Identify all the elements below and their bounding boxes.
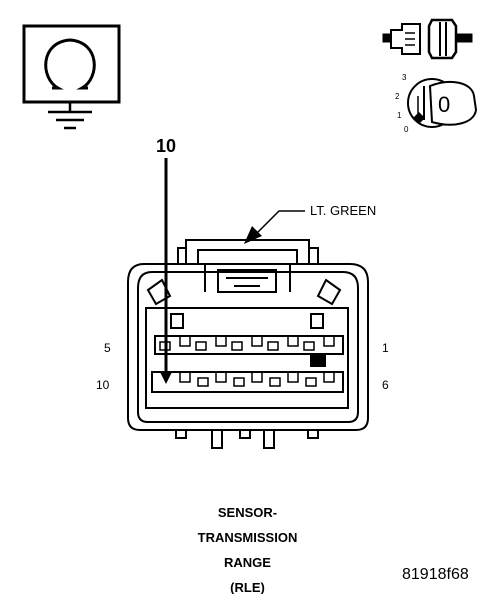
figure-id: 81918f68 [402,566,469,583]
key-position-0: 0 [404,125,409,134]
wire-color-label: LT. GREEN [310,203,376,218]
key-symbol: 0 [438,92,450,117]
connector-body [127,239,369,449]
key-position-2: 2 [395,92,400,101]
wire-color-leader [255,210,305,235]
ohmmeter-ground-icon [22,24,121,130]
ignition-key-off-icon: 3 2 1 0 0 [395,73,478,134]
key-position-3: 3 [402,73,407,82]
caption-line-2: TRANSMISSION [197,530,298,545]
caption-line-1: SENSOR- [217,505,278,520]
row-label-top-right: 1 [382,341,389,355]
connector-icon [382,18,473,60]
connector-caption: SENSOR- TRANSMISSION RANGE (RLE) [160,500,335,594]
row-label-bottom-right: 6 [382,378,389,392]
row-label-bottom-left: 10 [96,378,110,392]
key-position-1: 1 [397,111,402,120]
wire-color-arrowhead [244,226,262,244]
caption-line-4: (RLE) [230,580,265,594]
caption-line-3: RANGE [224,555,271,570]
row-label-top-left: 5 [104,341,111,355]
pin-callout-label: 10 [156,136,176,156]
pin-callout-arrowhead [160,372,172,384]
